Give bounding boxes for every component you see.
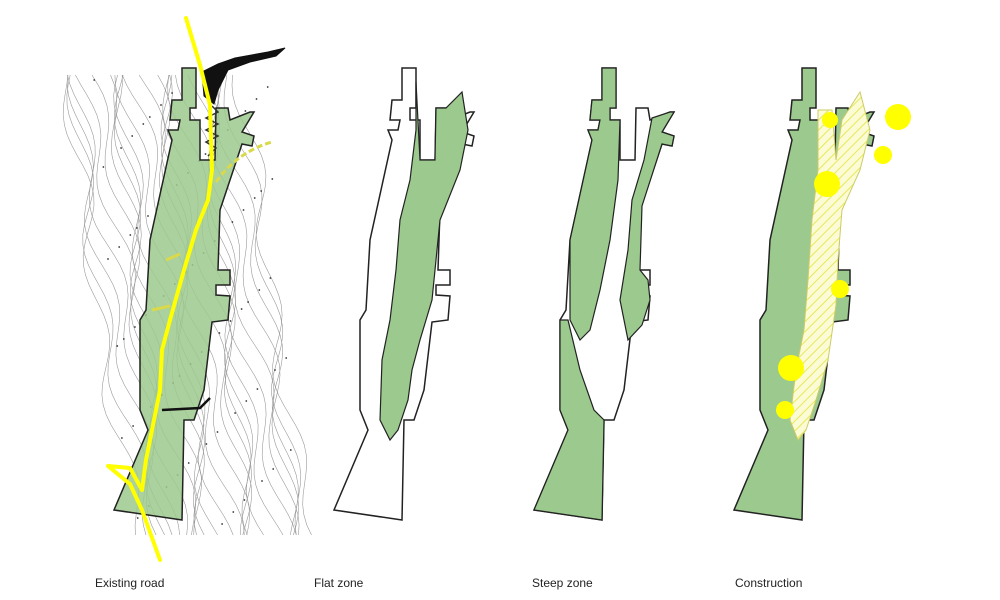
elevation-point (234, 412, 237, 414)
elevation-point (232, 511, 235, 513)
contour-line (231, 74, 312, 536)
elevation-point (243, 499, 246, 501)
elevation-point (256, 388, 259, 390)
elevation-point (134, 326, 136, 328)
elevation-point (260, 190, 263, 192)
caption-steep-zone: Steep zone (532, 576, 593, 590)
construction-circle (814, 171, 840, 197)
elevation-point (271, 178, 274, 180)
elevation-point (289, 449, 292, 451)
steep-zone-upper-right (619, 111, 676, 342)
site-area (113, 67, 255, 521)
side-road-branch (214, 140, 273, 183)
branch-stub-2 (151, 304, 171, 312)
construction-panel (733, 67, 911, 521)
construction-hatched-strip (789, 90, 871, 441)
elevation-point (120, 147, 122, 149)
elevation-point (221, 523, 223, 525)
contour-line (223, 74, 302, 536)
elevation-point (116, 345, 119, 347)
elevation-point (171, 92, 173, 94)
elevation-point (93, 79, 96, 81)
elevation-point (240, 308, 243, 310)
elevation-point (266, 86, 269, 88)
caption-flat-zone: Flat zone (314, 576, 364, 590)
construction-circle (776, 401, 794, 419)
construction-circle (874, 146, 892, 164)
elevation-point (242, 209, 245, 211)
elevation-point (187, 462, 190, 464)
construction-circle (778, 355, 804, 381)
caption-construction: Construction (735, 576, 803, 590)
elevation-point (231, 221, 234, 223)
top-access-black (201, 47, 286, 105)
elevation-point (102, 166, 105, 168)
elevation-point (247, 301, 250, 303)
branch-stub-1 (165, 252, 181, 262)
elevation-point (121, 437, 123, 439)
elevation-point (285, 357, 288, 359)
flat-zone-area (379, 81, 469, 442)
construction-circle (822, 112, 838, 128)
elevation-point (229, 320, 232, 322)
elevation-point (107, 258, 109, 260)
steep-zone-lower (533, 319, 605, 521)
elevation-point (129, 234, 132, 236)
flat-zone-panel (333, 67, 475, 521)
elevation-point (131, 135, 134, 137)
elevation-point (132, 425, 134, 427)
existing-road-panel (62, 16, 312, 562)
steep-zone-upper-left (569, 67, 621, 342)
elevation-point (245, 400, 248, 402)
elevation-point (136, 517, 139, 519)
yellow-road (106, 16, 214, 562)
elevation-point (269, 277, 272, 279)
caption-existing-road: Existing road (95, 576, 165, 590)
black-side-line (161, 397, 211, 412)
elevation-point (274, 369, 276, 371)
elevation-point (255, 98, 258, 100)
elevation-point (135, 227, 138, 229)
elevation-point (148, 116, 151, 118)
elevation-point (122, 338, 125, 340)
elevation-point (258, 289, 261, 291)
elevation-point (204, 153, 207, 155)
elevation-point (142, 123, 145, 125)
elevation-point (147, 215, 149, 217)
contour-line (62, 74, 140, 536)
elevation-point (160, 104, 162, 106)
elevation-point (118, 246, 121, 248)
elevation-point (272, 468, 275, 470)
elevation-point (253, 197, 256, 199)
steep-zone-panel (533, 67, 676, 521)
elevation-point (244, 110, 247, 112)
elevation-point (218, 332, 221, 334)
elevation-point (261, 480, 263, 482)
construction-circle (885, 104, 911, 130)
construction-circle (831, 280, 849, 298)
elevation-point (216, 431, 219, 433)
elevation-point (205, 443, 208, 445)
